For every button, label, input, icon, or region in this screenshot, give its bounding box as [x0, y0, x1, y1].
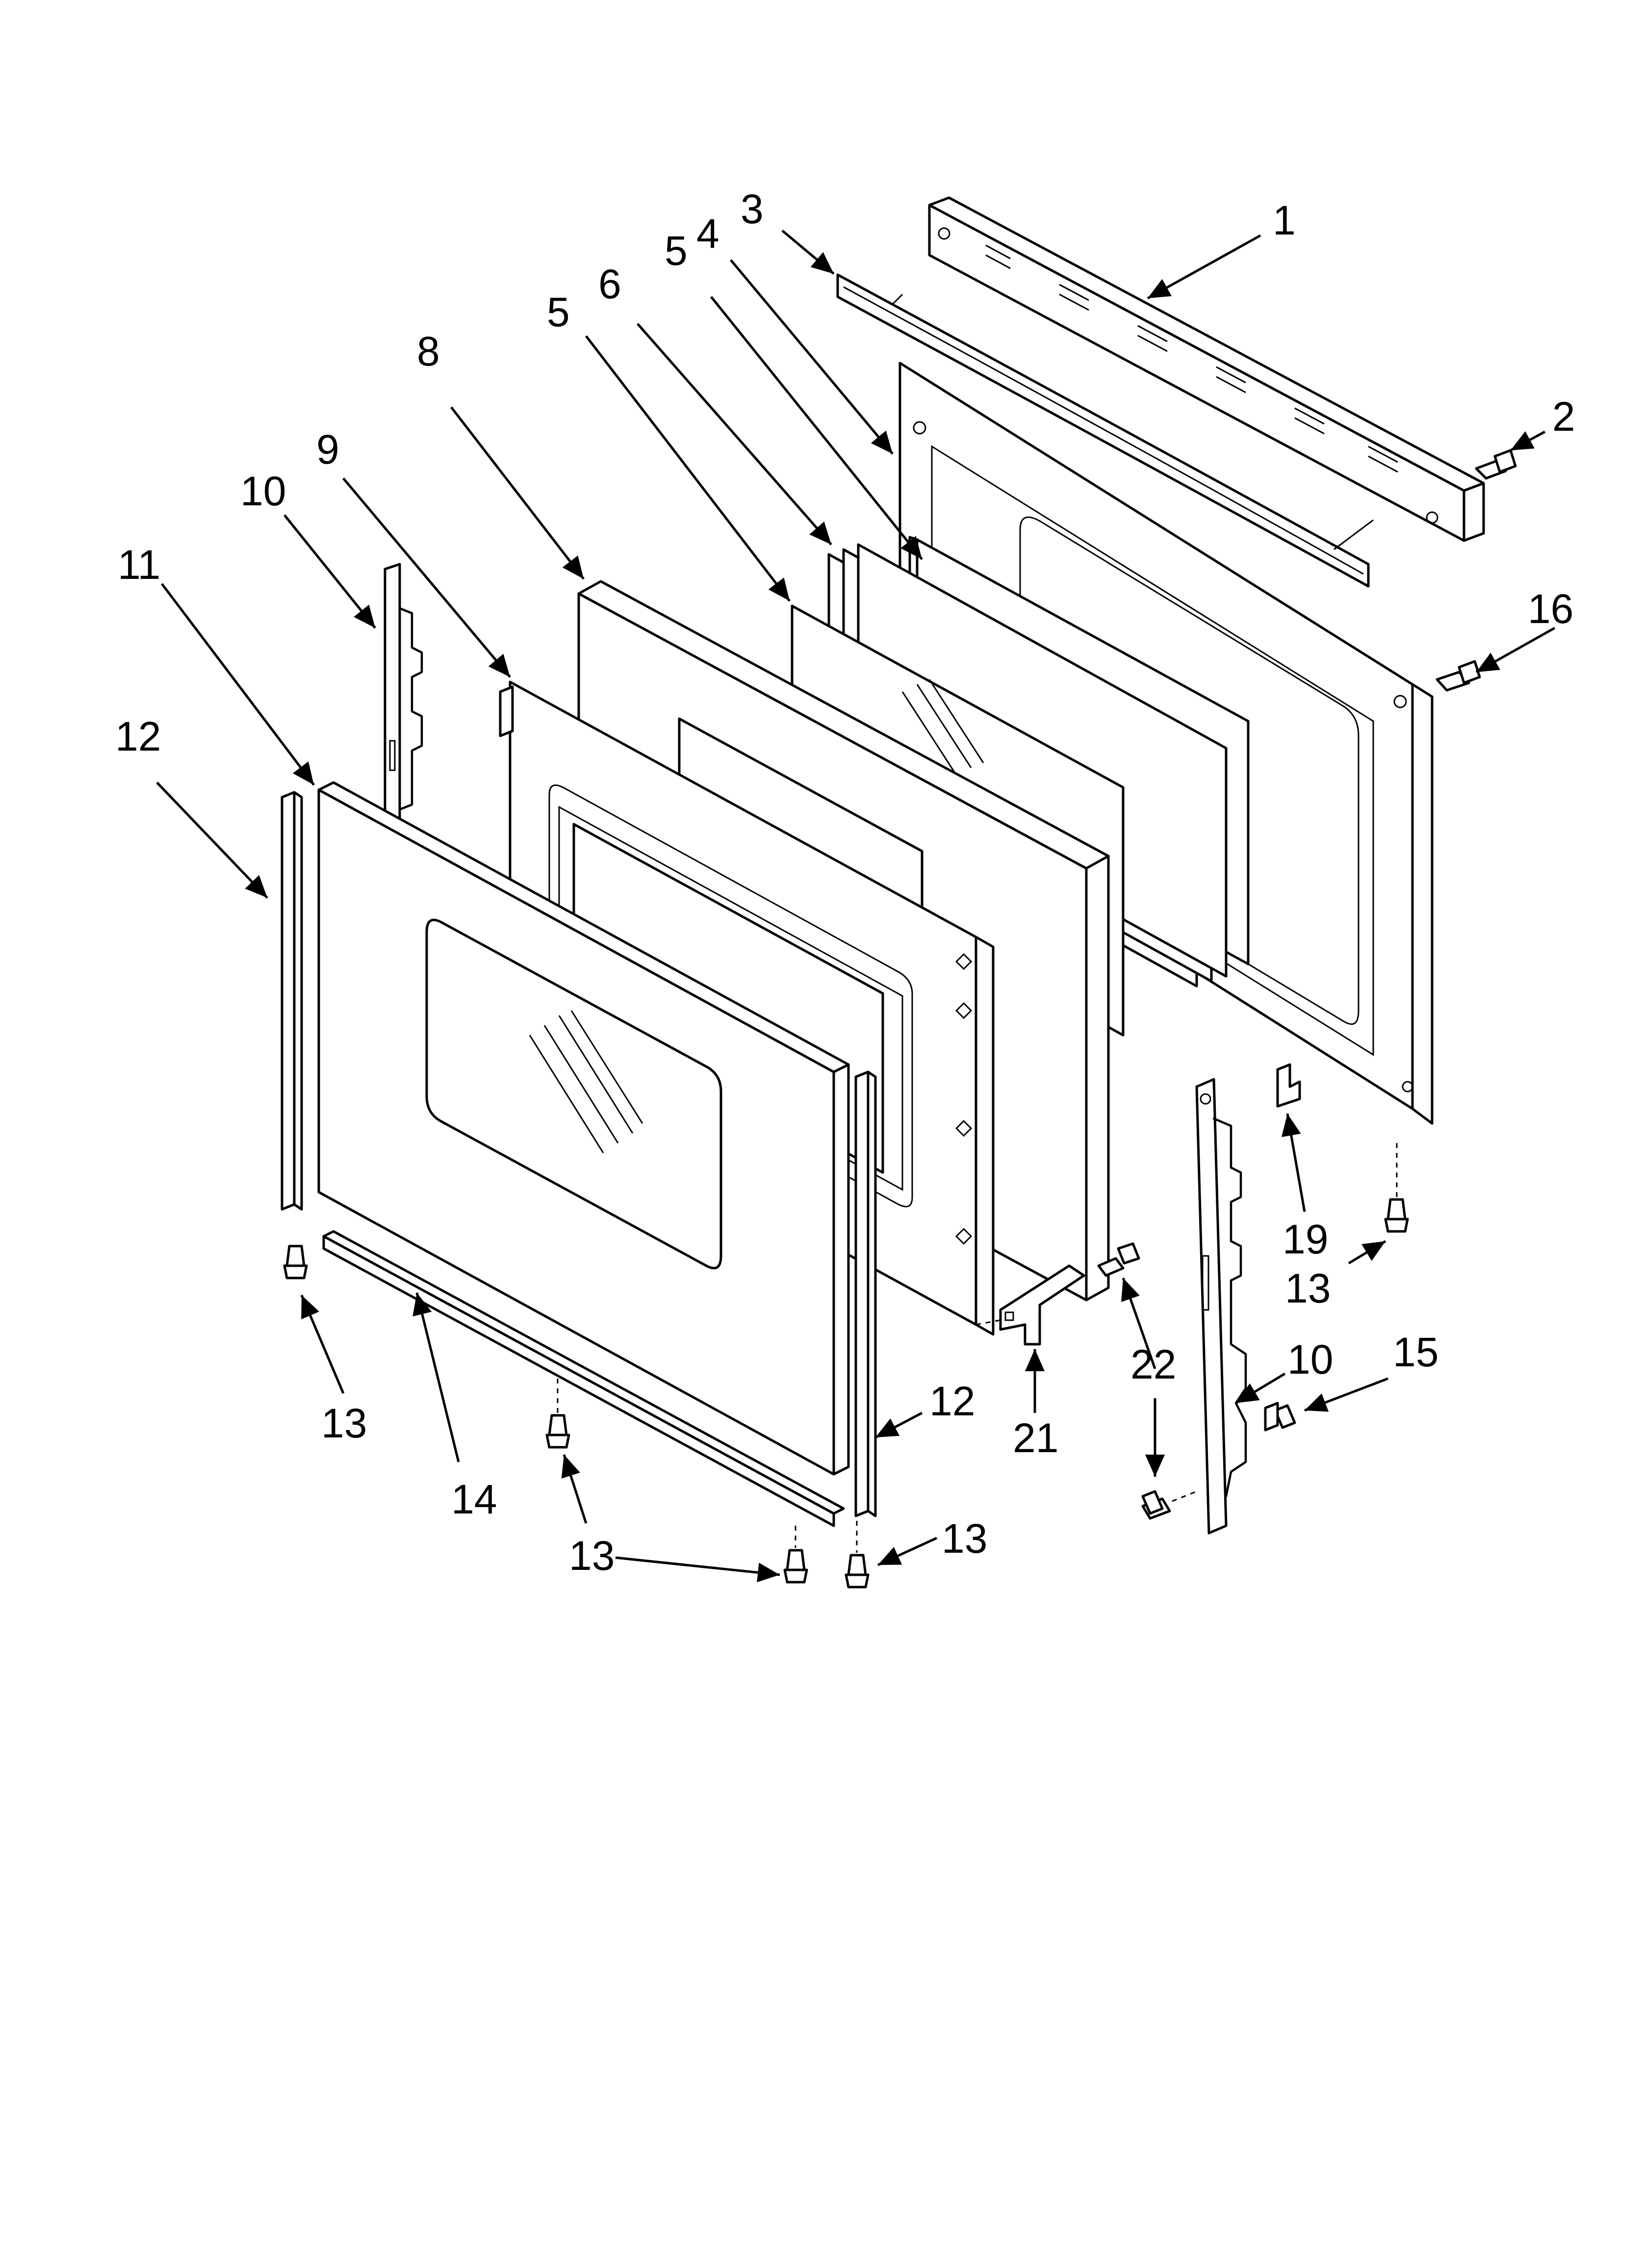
callout-6: 6 — [598, 261, 621, 307]
part-13-screw-left — [283, 1245, 308, 1279]
callout-10-left: 10 — [240, 468, 286, 514]
callout-4: 4 — [696, 210, 719, 257]
callout-11: 11 — [118, 542, 160, 588]
part-22-screw-lower — [1141, 1490, 1197, 1520]
callout-8: 8 — [417, 328, 440, 374]
callout-13-bottom-middle: 13 — [569, 1533, 615, 1579]
part-19-clip — [1276, 1063, 1301, 1108]
callout-21: 21 — [1013, 1415, 1058, 1461]
callout-13-bottom-right: 13 — [942, 1515, 987, 1562]
callout-1: 1 — [1273, 197, 1296, 243]
part-16-screw — [1436, 660, 1481, 692]
part-22-screw-upper — [1097, 1242, 1140, 1277]
part-21-bracket — [975, 1264, 1085, 1346]
callout-5-lower: 5 — [547, 289, 570, 335]
callout-16: 16 — [1528, 586, 1573, 632]
callout-13-left: 13 — [321, 1400, 367, 1446]
callout-15: 15 — [1393, 1329, 1438, 1375]
leader-arrows — [156, 230, 1556, 1583]
callout-22: 22 — [1130, 1341, 1176, 1387]
callout-2: 2 — [1552, 393, 1575, 440]
part-2-screw — [1475, 449, 1517, 480]
part-12-side-trim-left — [281, 791, 303, 1211]
callout-10-right: 10 — [1287, 1336, 1333, 1382]
callout-12-right: 12 — [929, 1378, 975, 1424]
callout-12-left: 12 — [115, 713, 161, 759]
callout-13-right: 13 — [1285, 1265, 1331, 1311]
callout-labels: 1 2 3 4 5 5 6 8 9 10 10 11 12 12 13 13 1… — [115, 186, 1575, 1579]
part-1-vent-trim — [928, 196, 1485, 542]
callout-19: 19 — [1283, 1216, 1328, 1262]
callout-3: 3 — [741, 186, 764, 232]
callout-5-top: 5 — [665, 228, 688, 274]
part-15-bumper — [1264, 1402, 1296, 1432]
part-13-screw-right-upper — [1384, 1143, 1409, 1233]
part-11-outer-door-panel — [317, 781, 850, 1476]
part-13-screw-bottom-middle — [545, 1379, 570, 1449]
callout-14: 14 — [451, 1476, 497, 1522]
part-13-screw-bottom-trim — [783, 1526, 808, 1584]
part-14-bottom-trim — [322, 1230, 845, 1527]
part-13-screw-bottom-right — [845, 1521, 870, 1589]
part-12-side-trim-right — [854, 1070, 877, 1517]
callout-9: 9 — [316, 426, 339, 472]
part-3-door-handle — [836, 273, 1374, 588]
part-10-hinge-channel-right — [1195, 1078, 1247, 1535]
